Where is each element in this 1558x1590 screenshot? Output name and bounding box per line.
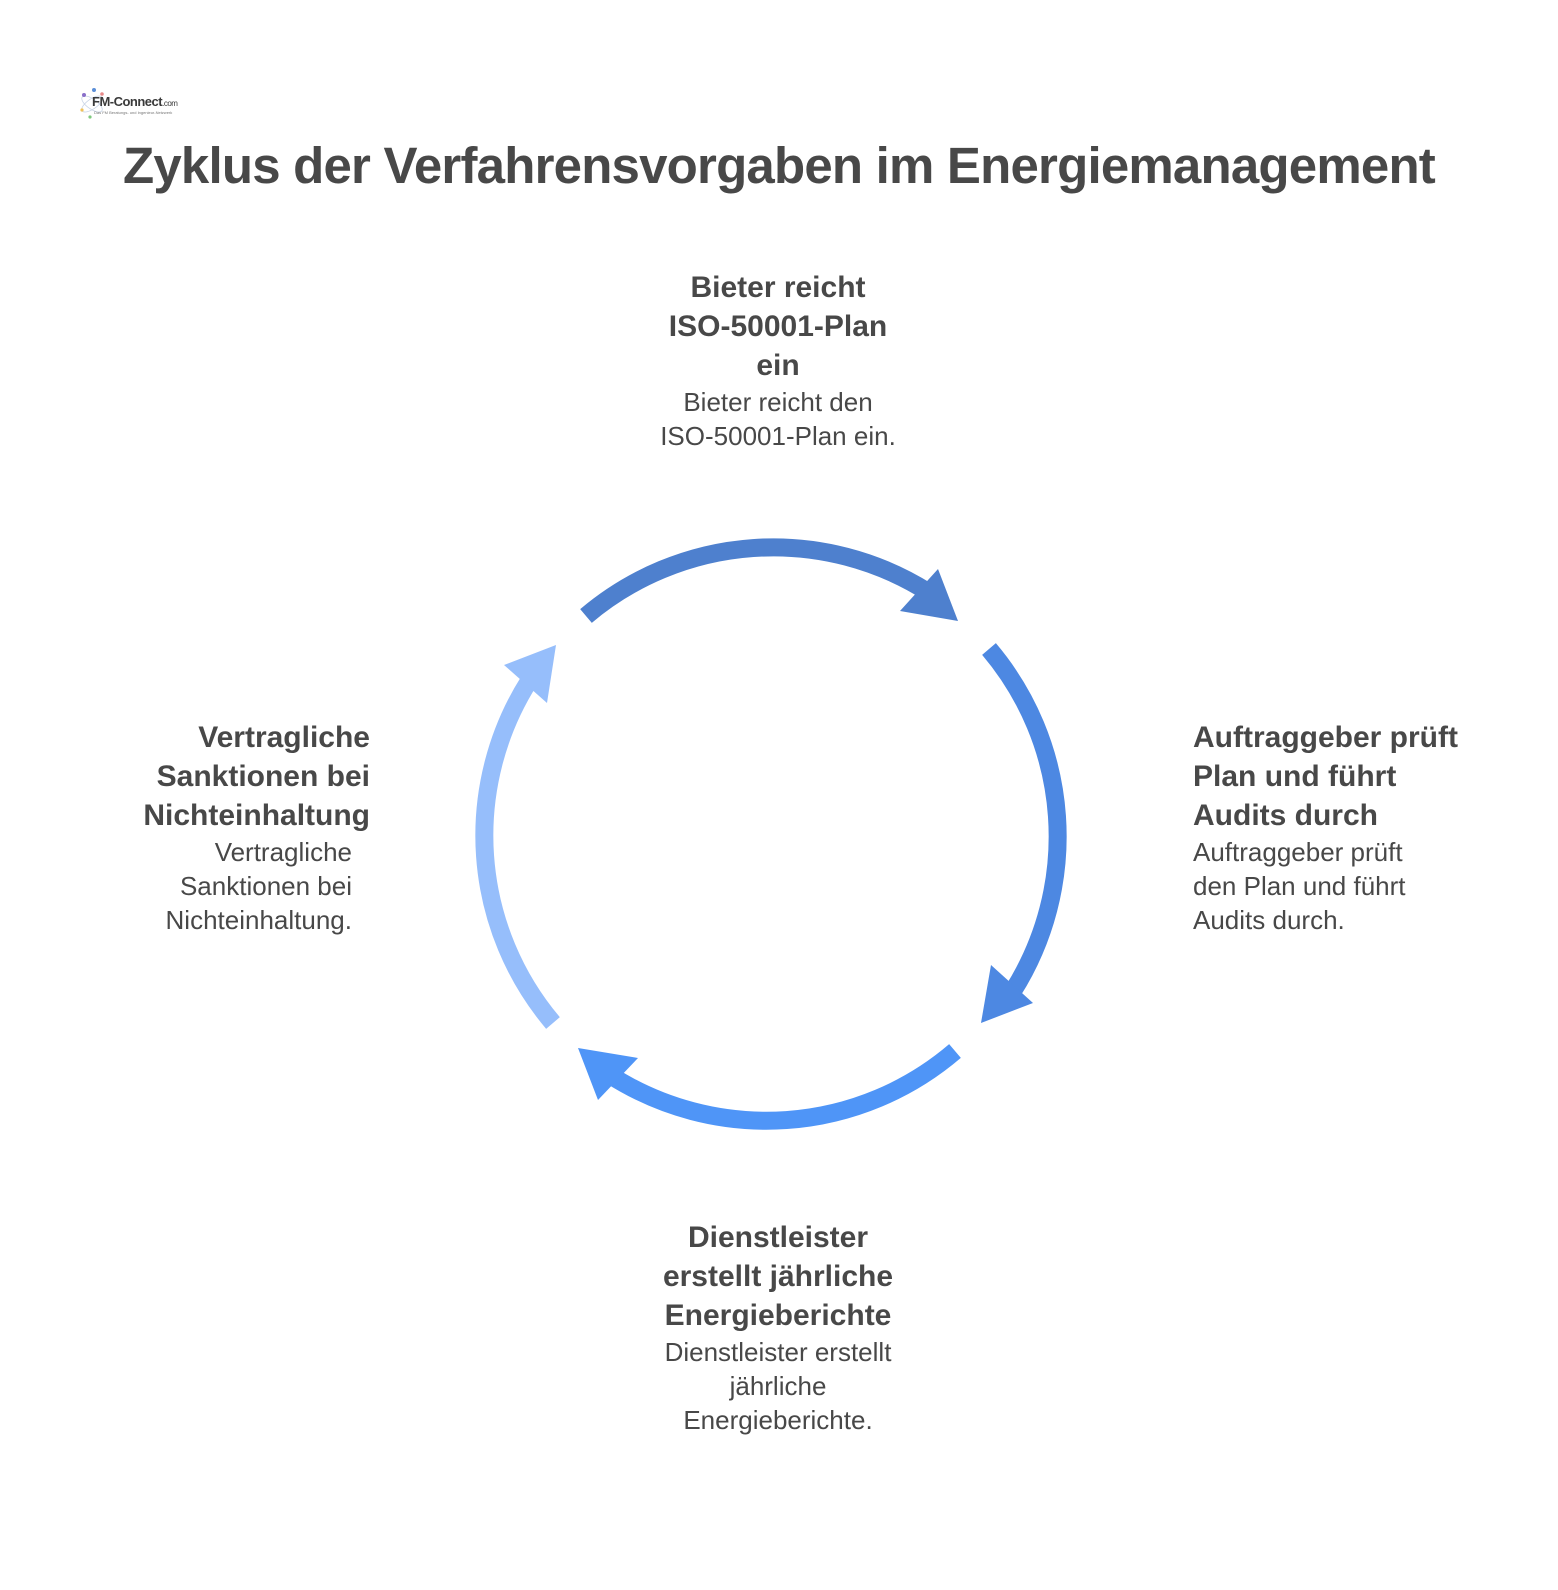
atom-logo-icon bbox=[80, 88, 104, 119]
step-title-line: ISO-50001-Plan bbox=[668, 310, 888, 343]
step-title-line: Sanktionen bei bbox=[156, 760, 370, 793]
step-title-line: Dienstleister bbox=[687, 1221, 869, 1254]
step-description: Vertragliche Sanktionen bei Nichteinhalt… bbox=[100, 835, 370, 937]
step-title-line: Vertragliche bbox=[198, 721, 370, 754]
logo-tagline: Das FM Beratungs- und Ingenieur-Netzwerk bbox=[94, 110, 173, 115]
cycle-step-left: Vertragliche Sanktionen bei Nichteinhalt… bbox=[100, 718, 370, 937]
cycle-step-right: Auftraggeber prüft Plan und führt Audits… bbox=[1193, 718, 1523, 937]
arrow-left-to-top bbox=[475, 645, 560, 1029]
step-title-line: Audits durch bbox=[1193, 799, 1378, 832]
cycle-step-bottom: Dienstleister erstellt jährliche Energie… bbox=[628, 1218, 928, 1437]
step-title: Auftraggeber prüft Plan und führt Audits… bbox=[1193, 718, 1523, 835]
arrowhead-icon bbox=[981, 965, 1033, 1023]
arrowhead-icon bbox=[578, 1048, 638, 1100]
step-description: Dienstleister erstellt jährliche Energie… bbox=[628, 1335, 928, 1437]
step-title: Dienstleister erstellt jährliche Energie… bbox=[628, 1218, 928, 1335]
step-description-line: Bieter reicht den bbox=[683, 387, 873, 417]
cycle-step-top: Bieter reicht ISO-50001-Plan ein Bieter … bbox=[628, 268, 928, 453]
step-title-line: Bieter reicht bbox=[690, 271, 866, 304]
step-description-line: den Plan und führt bbox=[1193, 871, 1406, 901]
step-description: Bieter reicht den ISO-50001-Plan ein. bbox=[628, 385, 928, 453]
step-description-line: Energieberichte. bbox=[683, 1405, 873, 1435]
fm-connect-logo: FM-Connect.com Das FM Beratungs- und Ing… bbox=[78, 86, 178, 124]
logo-brand: FM-Connect.com bbox=[92, 94, 178, 109]
step-title-line: erstellt jährliche bbox=[662, 1260, 894, 1293]
step-title-line: ein bbox=[756, 349, 800, 382]
step-title: Vertragliche Sanktionen bei Nichteinhalt… bbox=[100, 718, 370, 835]
step-description-line: Audits durch. bbox=[1193, 905, 1345, 935]
arrowhead-icon bbox=[900, 569, 958, 621]
arrow-top-to-right bbox=[580, 538, 958, 623]
step-title-line: Energieberichte bbox=[664, 1299, 892, 1332]
step-description: Auftraggeber prüft den Plan und führt Au… bbox=[1193, 835, 1523, 937]
step-description-line: Vertragliche bbox=[214, 837, 352, 867]
step-title-line: Nichteinhaltung bbox=[143, 799, 370, 832]
step-description-line: Dienstleister erstellt bbox=[664, 1337, 892, 1367]
step-description-line: Sanktionen bei bbox=[179, 871, 352, 901]
arrow-right-to-bottom bbox=[981, 643, 1067, 1023]
step-title-line: Auftraggeber prüft bbox=[1193, 721, 1458, 754]
arrow-bottom-to-left bbox=[578, 1044, 961, 1130]
page-title: Zyklus der Verfahrensvorgaben im Energie… bbox=[123, 137, 1436, 194]
arrowhead-icon bbox=[504, 645, 556, 703]
step-description-line: Nichteinhaltung. bbox=[165, 905, 352, 935]
step-title: Bieter reicht ISO-50001-Plan ein bbox=[628, 268, 928, 385]
step-description-line: ISO-50001-Plan ein. bbox=[660, 421, 896, 451]
step-description-line: Auftraggeber prüft bbox=[1193, 837, 1403, 867]
step-description-line: jährliche bbox=[729, 1371, 827, 1401]
step-title-line: Plan und führt bbox=[1193, 760, 1397, 793]
